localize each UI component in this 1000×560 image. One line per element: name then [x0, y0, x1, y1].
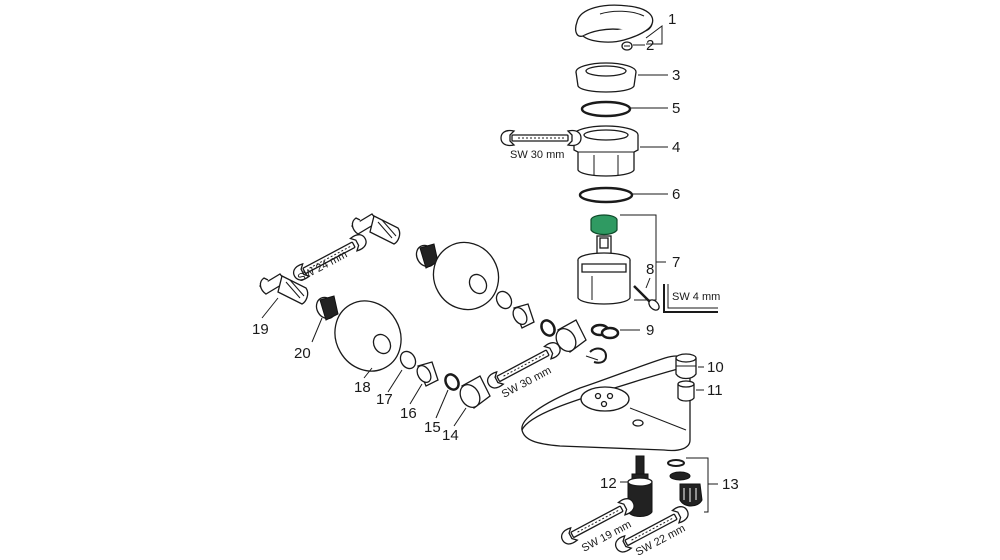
label-4: 4 [672, 139, 680, 156]
label-5: 5 [672, 100, 680, 117]
part-14-nut [459, 375, 491, 409]
part-18-rosette [334, 300, 402, 372]
filter-insert-upper [415, 243, 439, 269]
tool-label-sw4: SW 4 mm [672, 291, 720, 303]
eccentric-connector-upper [351, 213, 401, 245]
label-20: 20 [294, 345, 311, 362]
part-5-o-ring [580, 100, 632, 118]
part-8-screw [633, 285, 660, 311]
leader-8 [645, 277, 651, 289]
label-15: 15 [424, 419, 441, 436]
retaining-clip [585, 347, 608, 364]
part-3-cover-ring [575, 62, 637, 93]
leader-13-bracket [686, 457, 709, 513]
label-3: 3 [672, 67, 680, 84]
nut-upper [555, 319, 587, 353]
part-19-eccentric-connector [259, 273, 309, 305]
part-10-plug [675, 353, 697, 380]
label-9: 9 [646, 322, 654, 339]
part-4-sleeve [573, 125, 639, 177]
leader-18 [363, 367, 373, 379]
label-18: 18 [354, 379, 371, 396]
leader-16 [409, 383, 423, 405]
leader-14 [453, 407, 467, 427]
cover-rosette-upper [432, 241, 500, 311]
part-7-cartridge [577, 214, 631, 305]
label-14: 14 [442, 427, 459, 444]
label-10: 10 [707, 359, 724, 376]
label-19: 19 [252, 321, 269, 338]
leader-15 [435, 389, 449, 419]
part-13-aerator [667, 459, 703, 507]
label-2: 2 [646, 37, 654, 54]
label-12: 12 [600, 475, 617, 492]
part-15-o-ring [444, 373, 460, 391]
label-7: 7 [672, 254, 680, 271]
part-16-check-valve [416, 361, 439, 387]
part-11-plug [677, 380, 695, 402]
leader-1-2 [633, 25, 663, 46]
part-20-filter [315, 295, 339, 321]
leader-17 [387, 369, 403, 393]
leader-19 [261, 297, 279, 319]
label-11: 11 [707, 382, 723, 399]
part-17-washer [399, 350, 417, 370]
leader-20 [311, 317, 323, 343]
part-6-o-ring [578, 186, 634, 204]
check-valve-upper [512, 303, 535, 329]
washer-upper [495, 290, 513, 310]
label-6: 6 [672, 186, 680, 203]
part-2-screw [621, 41, 633, 51]
tool-label-sw30-top: SW 30 mm [510, 149, 564, 161]
label-17: 17 [376, 391, 393, 408]
label-8: 8 [646, 261, 654, 278]
label-16: 16 [400, 405, 417, 422]
tool-label-sw24: SW 24 mm [296, 249, 350, 285]
wrench-icon [500, 129, 582, 147]
label-13: 13 [722, 476, 739, 493]
part-1-cap [575, 4, 654, 43]
label-1: 1 [668, 11, 676, 28]
mixer-body [521, 355, 691, 452]
allen-key-icon [663, 284, 718, 313]
o-ring-upper [540, 319, 556, 337]
part-9-o-rings [590, 323, 620, 340]
leader-7-bracket [620, 214, 657, 301]
